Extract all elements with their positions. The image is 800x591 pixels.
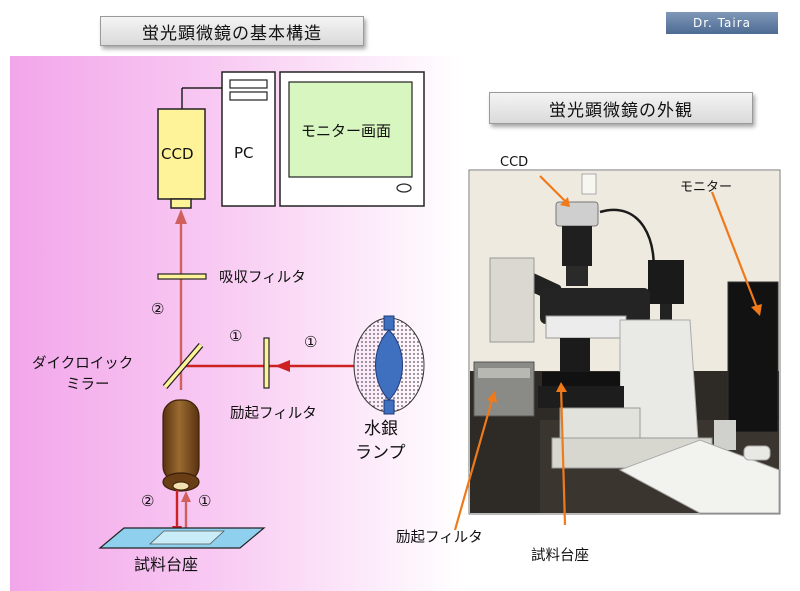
photo-ccd-camera — [555, 201, 599, 227]
photo-monitor-label: モニター — [680, 180, 733, 195]
arrow-ccd — [539, 175, 567, 203]
pc-label: PC — [234, 144, 254, 162]
photo-ccd-label: CCD — [500, 155, 529, 170]
ccd-camera — [157, 108, 206, 200]
lamp-label-2: ランプ — [355, 443, 406, 463]
objective-lens — [162, 399, 200, 483]
lamp-label-1: 水銀 — [364, 419, 398, 439]
excitation-filter — [263, 337, 270, 389]
photo-scene — [470, 171, 780, 514]
arrow-stage — [559, 386, 567, 526]
photo-excitation-filter-label: 励起フィルタ — [396, 530, 483, 546]
excitation-mark-left: ① — [229, 327, 243, 345]
arrow-monitor — [710, 191, 759, 309]
appearance-title: 蛍光顕微鏡の外観 — [489, 92, 753, 124]
stage-label: 試料台座 — [134, 555, 199, 574]
structure-title: 蛍光顕微鏡の基本構造 — [100, 16, 364, 46]
photo-monitor — [727, 281, 779, 433]
excitation-filter-label: 励起フィルタ — [230, 406, 317, 422]
ccd-label: CCD — [161, 145, 194, 163]
absorption-filter-label: 吸収フィルタ — [219, 270, 306, 286]
photo-keyboard — [618, 439, 780, 514]
dichroic-label-2: ミラー — [66, 377, 110, 393]
emission-arrowhead — [175, 209, 187, 224]
arrow-filter — [453, 399, 494, 531]
absorption-filter — [157, 273, 207, 280]
dichroic-label-1: ダイクロイック — [32, 356, 134, 372]
ccd-lens-mount — [170, 198, 192, 209]
author-badge: Dr. Taira — [666, 12, 778, 34]
excitation-mark-right: ① — [304, 333, 318, 351]
excitation-arrowhead — [275, 360, 290, 372]
monitor-screen — [288, 81, 413, 178]
photo-stage-label: 試料台座 — [531, 548, 589, 564]
sample-mark-left: ② — [141, 492, 155, 510]
monitor-label: モニター画面 — [301, 122, 392, 140]
sample-mark-right: ① — [198, 492, 212, 510]
emission-mark-upper: ② — [151, 300, 165, 318]
